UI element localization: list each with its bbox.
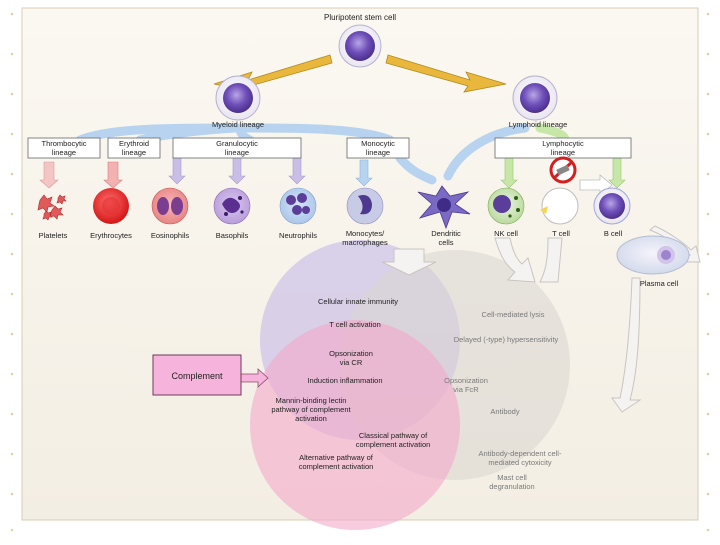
t-activation-label: T cell activation: [329, 320, 381, 329]
cell-mediated-lysis-label: Cell-mediated lysis: [482, 310, 545, 319]
thrombocytic-line1: Thrombocytic: [41, 139, 86, 148]
dendritic-label-2: cells: [438, 238, 453, 247]
lymphoid-label: Lymphoid lineage: [509, 120, 568, 129]
classical-line1: Classical pathway of: [359, 431, 428, 440]
lymphocytic-line2: lineage: [551, 148, 575, 157]
complement-label: Complement: [171, 371, 223, 381]
t-cell-label: T cell: [552, 229, 570, 238]
lineage-to-cell-arrows: [39, 155, 626, 196]
monocytic-line2: lineage: [366, 148, 390, 157]
venn-labels: Cellular innate immunity T cell activati…: [271, 297, 430, 471]
eosinophils-label: Eosinophils: [151, 231, 190, 240]
cell-labels: Platelets Erythrocytes Eosinophils Basop…: [39, 229, 679, 288]
b-cell-label: B cell: [604, 229, 623, 238]
monocytes-label-2: macrophages: [342, 238, 388, 247]
complement-arrow: [239, 368, 269, 388]
cellular-innate-label: Cellular innate immunity: [318, 297, 398, 306]
t-cell-icon: [540, 187, 579, 225]
mast-cell-line2: degranulation: [489, 482, 534, 491]
nk-cell-icon: [487, 187, 525, 225]
neutrophil-icon: [279, 187, 317, 225]
complement-box: [152, 354, 242, 396]
myeloid-label: Myeloid lineage: [212, 120, 264, 129]
erythroid-line1: Erythroid: [119, 139, 149, 148]
opsonization-cr-line2: via CR: [340, 358, 363, 367]
erythrocytes-label: Erythrocytes: [90, 231, 132, 240]
dendritic-cell-icon: [417, 185, 471, 230]
classical-line2: complement activation: [356, 440, 431, 449]
box-granulocytic: [172, 137, 302, 159]
basophil-icon: [213, 187, 251, 225]
opsonization-fcr-line2: via FcR: [453, 385, 479, 394]
alternative-line2: complement activation: [299, 462, 374, 471]
granulocytic-line1: Granulocytic: [216, 139, 258, 148]
mannin-binding-line3: activation: [295, 414, 327, 423]
circle-complement: [250, 320, 460, 530]
lymphoid-cell: [512, 75, 558, 121]
b-cell-icon: [593, 187, 631, 225]
arrow-to-lymphoid: [385, 54, 507, 93]
platelets-icon: [37, 194, 67, 221]
antibody-label: Antibody: [490, 407, 519, 416]
dendritic-label-1: Dendritic: [431, 229, 461, 238]
function-venn: [250, 240, 570, 530]
adcc-line2: mediated cytoxicity: [488, 458, 552, 467]
stem-cell: [338, 24, 382, 68]
basophils-label: Basophils: [216, 231, 249, 240]
delayed-hypersensitivity-label: Delayed (-type) hypersensitivity: [454, 335, 559, 344]
mannin-binding-line2: pathway of complement: [271, 405, 351, 414]
no-entry-icon: [549, 156, 577, 184]
mast-cell-line1: Mast cell: [497, 473, 527, 482]
opsonization-cr-line1: Opsonization: [329, 349, 373, 358]
monocytes-label-1: Monocytes/: [346, 229, 385, 238]
box-thrombocytic: [27, 137, 101, 159]
adaptive-labels: Cell-mediated lysis Delayed (-type) hype…: [444, 310, 562, 491]
induction-inflammation-label: Induction inflammation: [307, 376, 382, 385]
stem-cell-label: Pluripotent stem cell: [324, 13, 396, 22]
plasma-cell-label: Plasma cell: [640, 279, 679, 288]
neutrophils-label: Neutrophils: [279, 231, 317, 240]
lineage-boxes: Thrombocytic lineage Erythroid lineage G…: [27, 137, 632, 159]
platelets-label: Platelets: [39, 231, 68, 240]
box-monocytic: [346, 137, 410, 159]
downward-arrows: [381, 225, 701, 413]
frame-dots: [10, 12, 710, 532]
nk-label: NK cell: [494, 229, 518, 238]
box-erythroid: [107, 137, 161, 159]
plasma-cell-icon: [616, 235, 690, 275]
lymphocytic-line1: Lymphocytic: [542, 139, 584, 148]
granulocytic-line2: lineage: [225, 148, 249, 157]
monocyte-icon: [346, 187, 384, 225]
thrombocytic-line2: lineage: [52, 148, 76, 157]
adcc-line1: Antibody-dependent cell-: [479, 449, 562, 458]
alternative-line1: Alternative pathway of: [299, 453, 374, 462]
monocytic-line1: Monocytic: [361, 139, 395, 148]
eosinophil-icon: [151, 187, 189, 225]
erythroid-line2: lineage: [122, 148, 146, 157]
mannin-binding-line1: Mannin-binding lectin: [276, 396, 347, 405]
opsonization-fcr-line1: Opsonization: [444, 376, 488, 385]
erythrocyte-icon: [93, 188, 129, 224]
myeloid-cell: [215, 75, 261, 121]
